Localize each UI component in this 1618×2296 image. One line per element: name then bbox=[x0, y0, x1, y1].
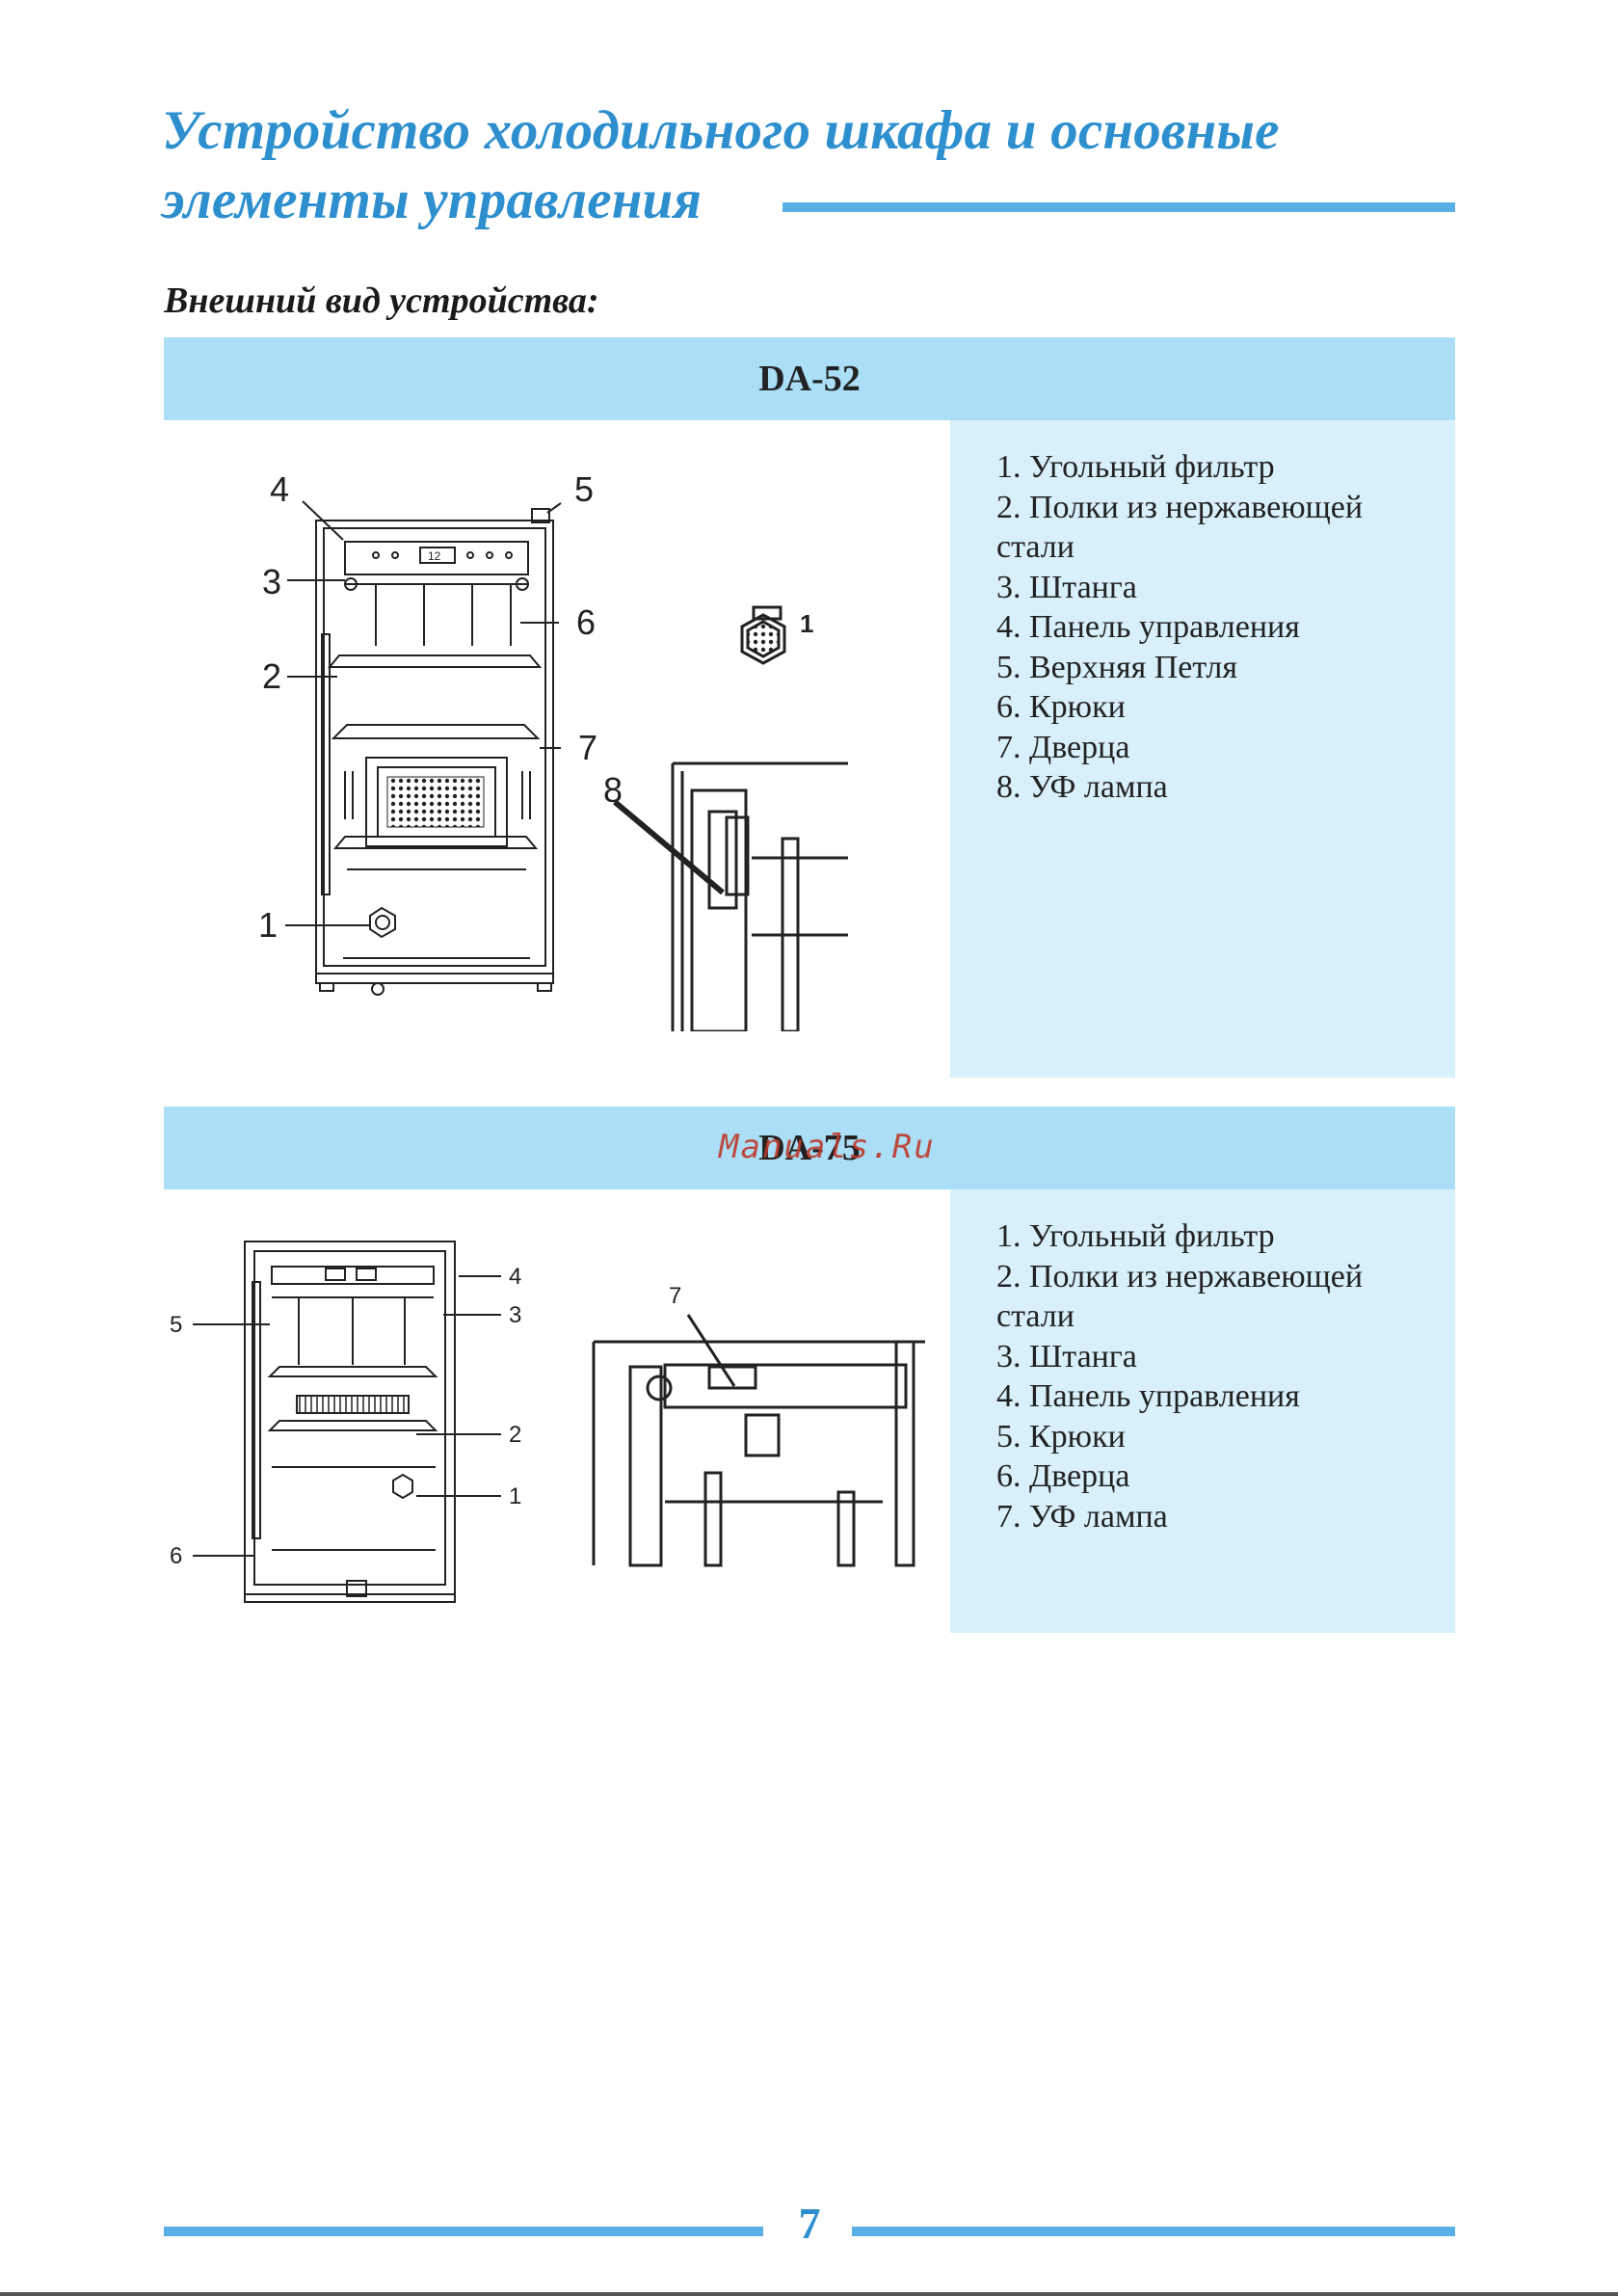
da75-callout-7: 7 bbox=[669, 1283, 681, 1309]
page-bottom-edge bbox=[0, 2292, 1618, 2296]
list-item: 2. Полки из нержавеющей bbox=[996, 489, 1364, 525]
list-item: 1. Угольный фильтр bbox=[996, 1218, 1275, 1254]
da52-callout-4: 4 bbox=[270, 469, 289, 509]
list-item: 5. Верхняя Петля bbox=[996, 649, 1238, 685]
da52-cabinet-diagram: 12 bbox=[258, 469, 848, 1031]
da52-detail-callout-1: 1 bbox=[800, 609, 813, 638]
da52-display-reading: 12 bbox=[428, 549, 441, 563]
list-item: 4. Панель управления bbox=[996, 1378, 1300, 1414]
da75-callout-5: 5 bbox=[170, 1312, 182, 1338]
watermark-text: Manuals.Ru bbox=[719, 1128, 936, 1166]
model-header-da75: DA-75 bbox=[164, 1107, 1455, 1189]
list-item: 6. Дверца bbox=[996, 1458, 1130, 1494]
list-item: 6. Крюки bbox=[996, 689, 1126, 725]
da75-cabinet-diagram: 4 3 5 2 1 6 7 bbox=[170, 1241, 925, 1603]
da52-parts-list: 1. Угольный фильтр 2. Полки из нержавеющ… bbox=[996, 447, 1426, 808]
list-item: стали bbox=[996, 1298, 1074, 1334]
list-item: 3. Штанга bbox=[996, 569, 1137, 605]
title-underline-rule bbox=[782, 202, 1455, 212]
da75-callout-4: 4 bbox=[509, 1264, 521, 1290]
da75-parts-list: 1. Угольный фильтр 2. Полки из нержавеющ… bbox=[996, 1216, 1426, 1536]
footer-rule-right bbox=[852, 2227, 1455, 2236]
page-title-line-2: элементы управления bbox=[162, 170, 703, 230]
da52-callout-3: 3 bbox=[262, 562, 281, 601]
da75-parts-panel: 1. Угольный фильтр 2. Полки из нержавеющ… bbox=[950, 1189, 1455, 1633]
da75-callout-6: 6 bbox=[170, 1543, 182, 1569]
da75-callout-1: 1 bbox=[509, 1483, 521, 1509]
list-item: 4. Панель управления bbox=[996, 609, 1300, 645]
section-label: Внешний вид устройства: bbox=[164, 280, 599, 321]
da52-callout-6: 6 bbox=[576, 602, 596, 642]
footer-rule-left bbox=[164, 2227, 763, 2236]
page-title: Устройство холодильного шкафа и основные… bbox=[162, 96, 1280, 235]
list-item: 8. УФ лампа bbox=[996, 769, 1168, 805]
list-item: 7. УФ лампа bbox=[996, 1498, 1168, 1535]
da75-callout-2: 2 bbox=[509, 1422, 521, 1448]
page-title-line-1: Устройство холодильного шкафа и основные bbox=[162, 100, 1280, 161]
da52-parts-panel: 1. Угольный фильтр 2. Полки из нержавеющ… bbox=[950, 420, 1455, 1078]
da52-callout-8: 8 bbox=[603, 770, 623, 810]
page-number: 7 bbox=[798, 2199, 821, 2248]
list-item: 1. Угольный фильтр bbox=[996, 449, 1275, 485]
da52-callout-5: 5 bbox=[574, 469, 594, 509]
list-item: 3. Штанга bbox=[996, 1338, 1137, 1375]
list-item: стали bbox=[996, 529, 1074, 565]
list-item: 5. Крюки bbox=[996, 1418, 1126, 1455]
list-item: 2. Полки из нержавеющей bbox=[996, 1258, 1364, 1295]
da52-callout-7: 7 bbox=[578, 728, 597, 767]
da75-callout-3: 3 bbox=[509, 1302, 521, 1328]
list-item: 7. Дверца bbox=[996, 729, 1130, 765]
da52-callout-2: 2 bbox=[262, 656, 281, 696]
model-header-da52: DA-52 bbox=[164, 337, 1455, 420]
da52-callout-1: 1 bbox=[258, 905, 278, 945]
